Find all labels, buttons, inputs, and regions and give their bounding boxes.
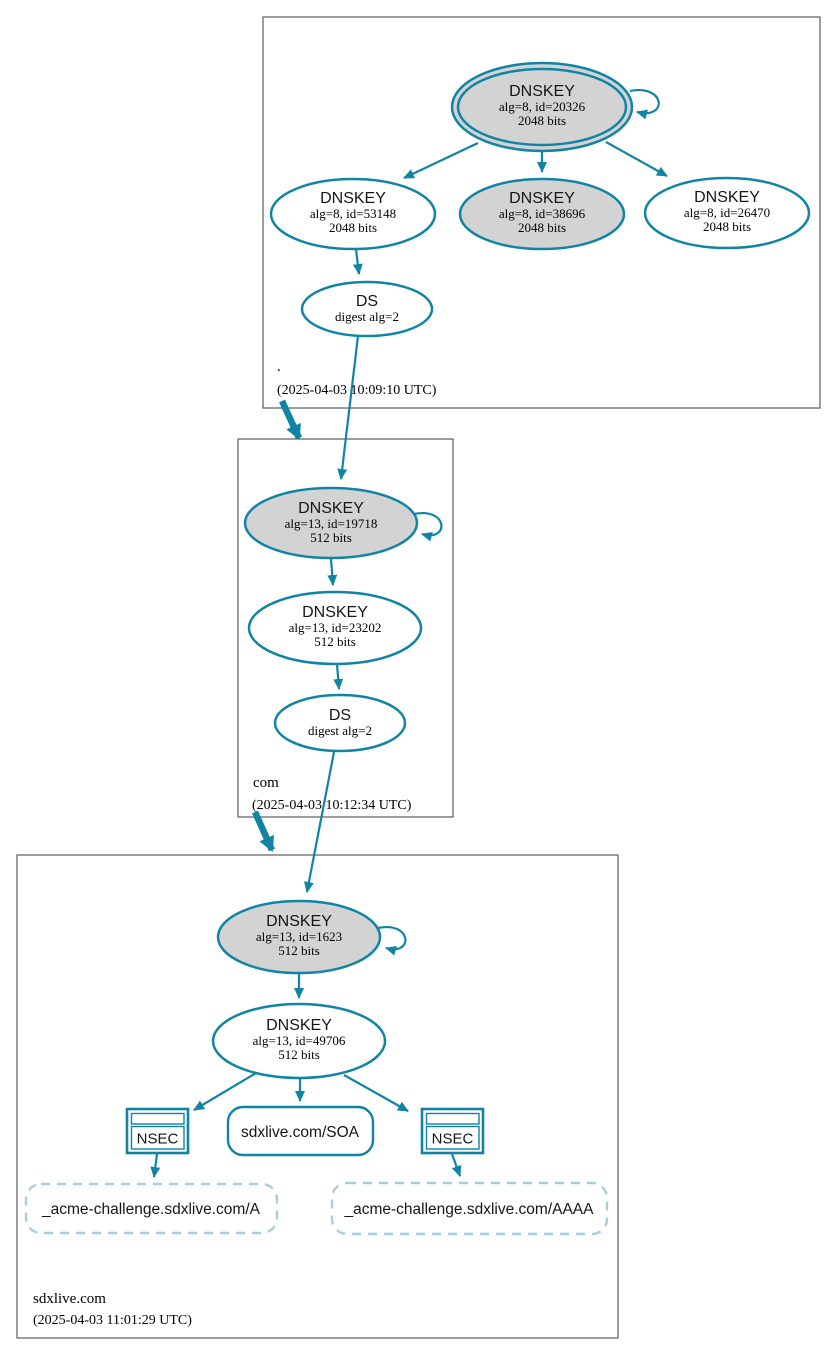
- node-root-key-38696[interactable]: DNSKEY alg=8, id=38696 2048 bits: [458, 177, 626, 251]
- root-ksk-ellipse-inner: [456, 67, 628, 147]
- node-com-zsk-23202[interactable]: DNSKEY alg=13, id=23202 512 bits: [247, 590, 423, 666]
- root-key-26470-bits: 2048 bits: [703, 219, 751, 234]
- sdxlive-zsk-title: DNSKEY: [266, 1017, 332, 1034]
- root-zsk-alg: alg=8, id=53148: [310, 206, 396, 221]
- rrset-a-label: _acme-challenge.sdxlive.com/A: [41, 1201, 261, 1218]
- soa-label: sdxlive.com/SOA: [241, 1124, 360, 1141]
- node-root-key-26470[interactable]: DNSKEY alg=8, id=26470 2048 bits: [643, 176, 811, 250]
- edge-nsec-to-rrset-aaaa: [450, 1153, 462, 1177]
- sdxlive-zsk-bits: 512 bits: [278, 1047, 320, 1062]
- edge-comksk-to-comzsk: [327, 558, 338, 586]
- com-ds-ellipse[interactable]: [273, 693, 407, 753]
- nsec-a-body-cell: [130, 1125, 185, 1150]
- sdxlive-ksk-alg: alg=13, id=1623: [256, 929, 342, 944]
- sdxlive-zsk-ellipse[interactable]: [211, 1002, 387, 1080]
- node-com-ds[interactable]: DS digest alg=2: [273, 693, 407, 753]
- root-key-38696-alg: alg=8, id=38696: [499, 206, 586, 221]
- zone-timestamp-sdxlive: (2025-04-03 11:01:29 UTC): [33, 1313, 192, 1328]
- node-root-ksk-20326[interactable]: DNSKEY alg=8, id=20326 2048 bits: [450, 61, 634, 153]
- edge-sdxksk-selfloop: [377, 925, 407, 956]
- nsec-aaaa-label: NSEC: [432, 1131, 474, 1148]
- zone-label-sdxlive: sdxlive.com: [33, 1291, 106, 1307]
- com-ds-digest: digest alg=2: [308, 723, 372, 738]
- com-zsk-ellipse[interactable]: [247, 590, 423, 666]
- zone-label-com: com: [253, 775, 279, 791]
- edge-rootksk-to-key26470: [605, 141, 668, 177]
- node-nsec-aaaa[interactable]: NSEC: [420, 1107, 485, 1155]
- root-ds-title: DS: [356, 293, 378, 310]
- root-zsk-bits: 2048 bits: [329, 220, 377, 235]
- zone-label-root: .: [277, 359, 281, 375]
- nsec-a-header-cell: [130, 1112, 185, 1125]
- rrset-aaaa-rect[interactable]: [330, 1181, 609, 1236]
- edge-delegation-root-to-com: [279, 399, 302, 440]
- rrset-aaaa-label: _acme-challenge.sdxlive.com/AAAA: [344, 1201, 595, 1218]
- sdxlive-ksk-title: DNSKEY: [266, 913, 332, 930]
- zone-box-sdxlive: [16, 854, 619, 1339]
- edge-sdxzsk-to-nsec-aaaa: [343, 1074, 409, 1112]
- zone-box-root: [262, 16, 821, 409]
- nsec-aaaa-body-cell: [425, 1125, 480, 1150]
- root-key-26470-alg: alg=8, id=26470: [684, 205, 770, 220]
- root-key-38696-title: DNSKEY: [509, 190, 575, 207]
- edge-rootds-to-comksk: [337, 335, 360, 480]
- com-zsk-bits: 512 bits: [314, 634, 356, 649]
- com-ksk-alg: alg=13, id=19718: [285, 516, 378, 531]
- root-zsk-ellipse[interactable]: [269, 177, 437, 251]
- root-zsk-title: DNSKEY: [320, 190, 386, 207]
- root-ksk-bits: 2048 bits: [518, 113, 566, 128]
- edge-delegation-com-to-sdxlive: [252, 810, 275, 852]
- nsec-aaaa-header-cell: [425, 1112, 480, 1125]
- edge-rootksk-selfloop: [629, 88, 660, 120]
- edge-zsk53148-to-ds: [352, 248, 363, 275]
- root-ds-ellipse[interactable]: [300, 280, 434, 338]
- root-ds-digest: digest alg=2: [335, 309, 399, 324]
- com-ksk-title: DNSKEY: [298, 500, 364, 517]
- edge-rootksk-to-zsk53148: [403, 142, 479, 179]
- com-zsk-title: DNSKEY: [302, 604, 368, 621]
- node-rrset-acme-a[interactable]: _acme-challenge.sdxlive.com/A: [24, 1182, 279, 1235]
- soa-rect[interactable]: [226, 1105, 375, 1157]
- node-root-zsk-53148[interactable]: DNSKEY alg=8, id=53148 2048 bits: [269, 177, 437, 251]
- rrset-a-rect[interactable]: [24, 1182, 279, 1235]
- root-key-38696-ellipse[interactable]: [458, 177, 626, 251]
- sdxlive-zsk-alg: alg=13, id=49706: [253, 1033, 346, 1048]
- edge-sdxzsk-to-nsec-a: [193, 1072, 257, 1111]
- node-soa-rrset[interactable]: sdxlive.com/SOA: [226, 1105, 375, 1157]
- root-key-26470-ellipse[interactable]: [643, 176, 811, 250]
- root-ksk-title: DNSKEY: [509, 83, 575, 100]
- com-ksk-ellipse[interactable]: [243, 486, 419, 560]
- node-nsec-a[interactable]: NSEC: [125, 1107, 190, 1155]
- sdxlive-ksk-bits: 512 bits: [278, 943, 320, 958]
- edge-comksk-selfloop: [413, 511, 443, 542]
- zone-timestamp-com: (2025-04-03 10:12:34 UTC): [252, 798, 412, 813]
- edge-comzsk-to-comds: [333, 663, 344, 690]
- node-root-ds[interactable]: DS digest alg=2: [300, 280, 434, 338]
- com-ds-title: DS: [329, 707, 351, 724]
- sdxlive-ksk-ellipse[interactable]: [216, 899, 382, 975]
- com-zsk-alg: alg=13, id=23202: [289, 620, 382, 635]
- root-ksk-alg: alg=8, id=20326: [499, 99, 586, 114]
- edge-comds-to-sdxksk: [303, 751, 336, 893]
- root-key-26470-title: DNSKEY: [694, 189, 760, 206]
- node-rrset-acme-aaaa[interactable]: _acme-challenge.sdxlive.com/AAAA: [330, 1181, 609, 1236]
- zone-timestamp-root: (2025-04-03 10:09:10 UTC): [277, 383, 437, 398]
- node-sdxlive-zsk-49706[interactable]: DNSKEY alg=13, id=49706 512 bits: [211, 1002, 387, 1080]
- root-key-38696-bits: 2048 bits: [518, 220, 566, 235]
- nsec-a-label: NSEC: [137, 1131, 179, 1148]
- edge-nsec-to-rrset-a: [150, 1153, 161, 1178]
- node-sdxlive-ksk-1623[interactable]: DNSKEY alg=13, id=1623 512 bits: [216, 899, 382, 975]
- node-com-ksk-19718[interactable]: DNSKEY alg=13, id=19718 512 bits: [243, 486, 419, 560]
- com-ksk-bits: 512 bits: [310, 530, 352, 545]
